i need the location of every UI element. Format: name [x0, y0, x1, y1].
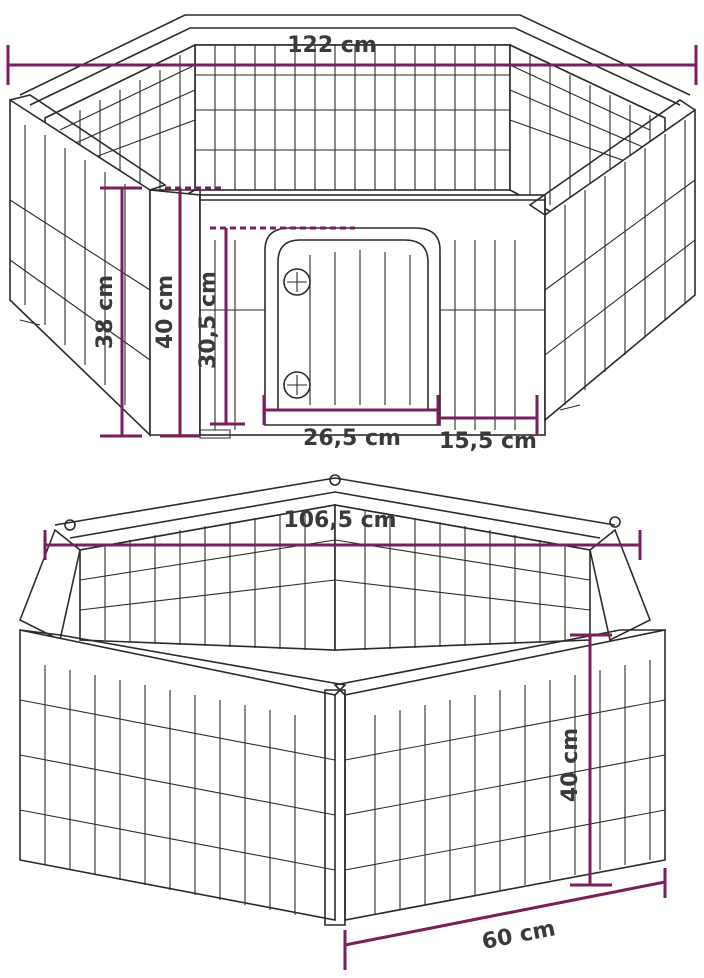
- door-width-label: 26,5 cm: [303, 426, 401, 451]
- bottom-panel-width-label: 60 cm: [480, 916, 558, 955]
- top-playpen-drawing: [9, 14, 696, 439]
- bottom-width-label: 106,5 cm: [283, 508, 396, 533]
- side-width-label: 15,5 cm: [439, 429, 537, 454]
- bottom-height-label: 40 cm: [558, 728, 583, 802]
- bottom-playpen-drawing: [18, 474, 666, 926]
- top-width-label: 122 cm: [287, 33, 377, 58]
- top-dimension-lines: [6, 45, 698, 438]
- top-outer-height-label: 38 cm: [93, 275, 118, 349]
- bottom-dimension-lines: [43, 530, 667, 970]
- door: [264, 227, 441, 426]
- door-height-label: 30,5 cm: [196, 271, 221, 369]
- back-wall-slats: [195, 45, 510, 190]
- top-panel-height-label: 40 cm: [153, 275, 178, 349]
